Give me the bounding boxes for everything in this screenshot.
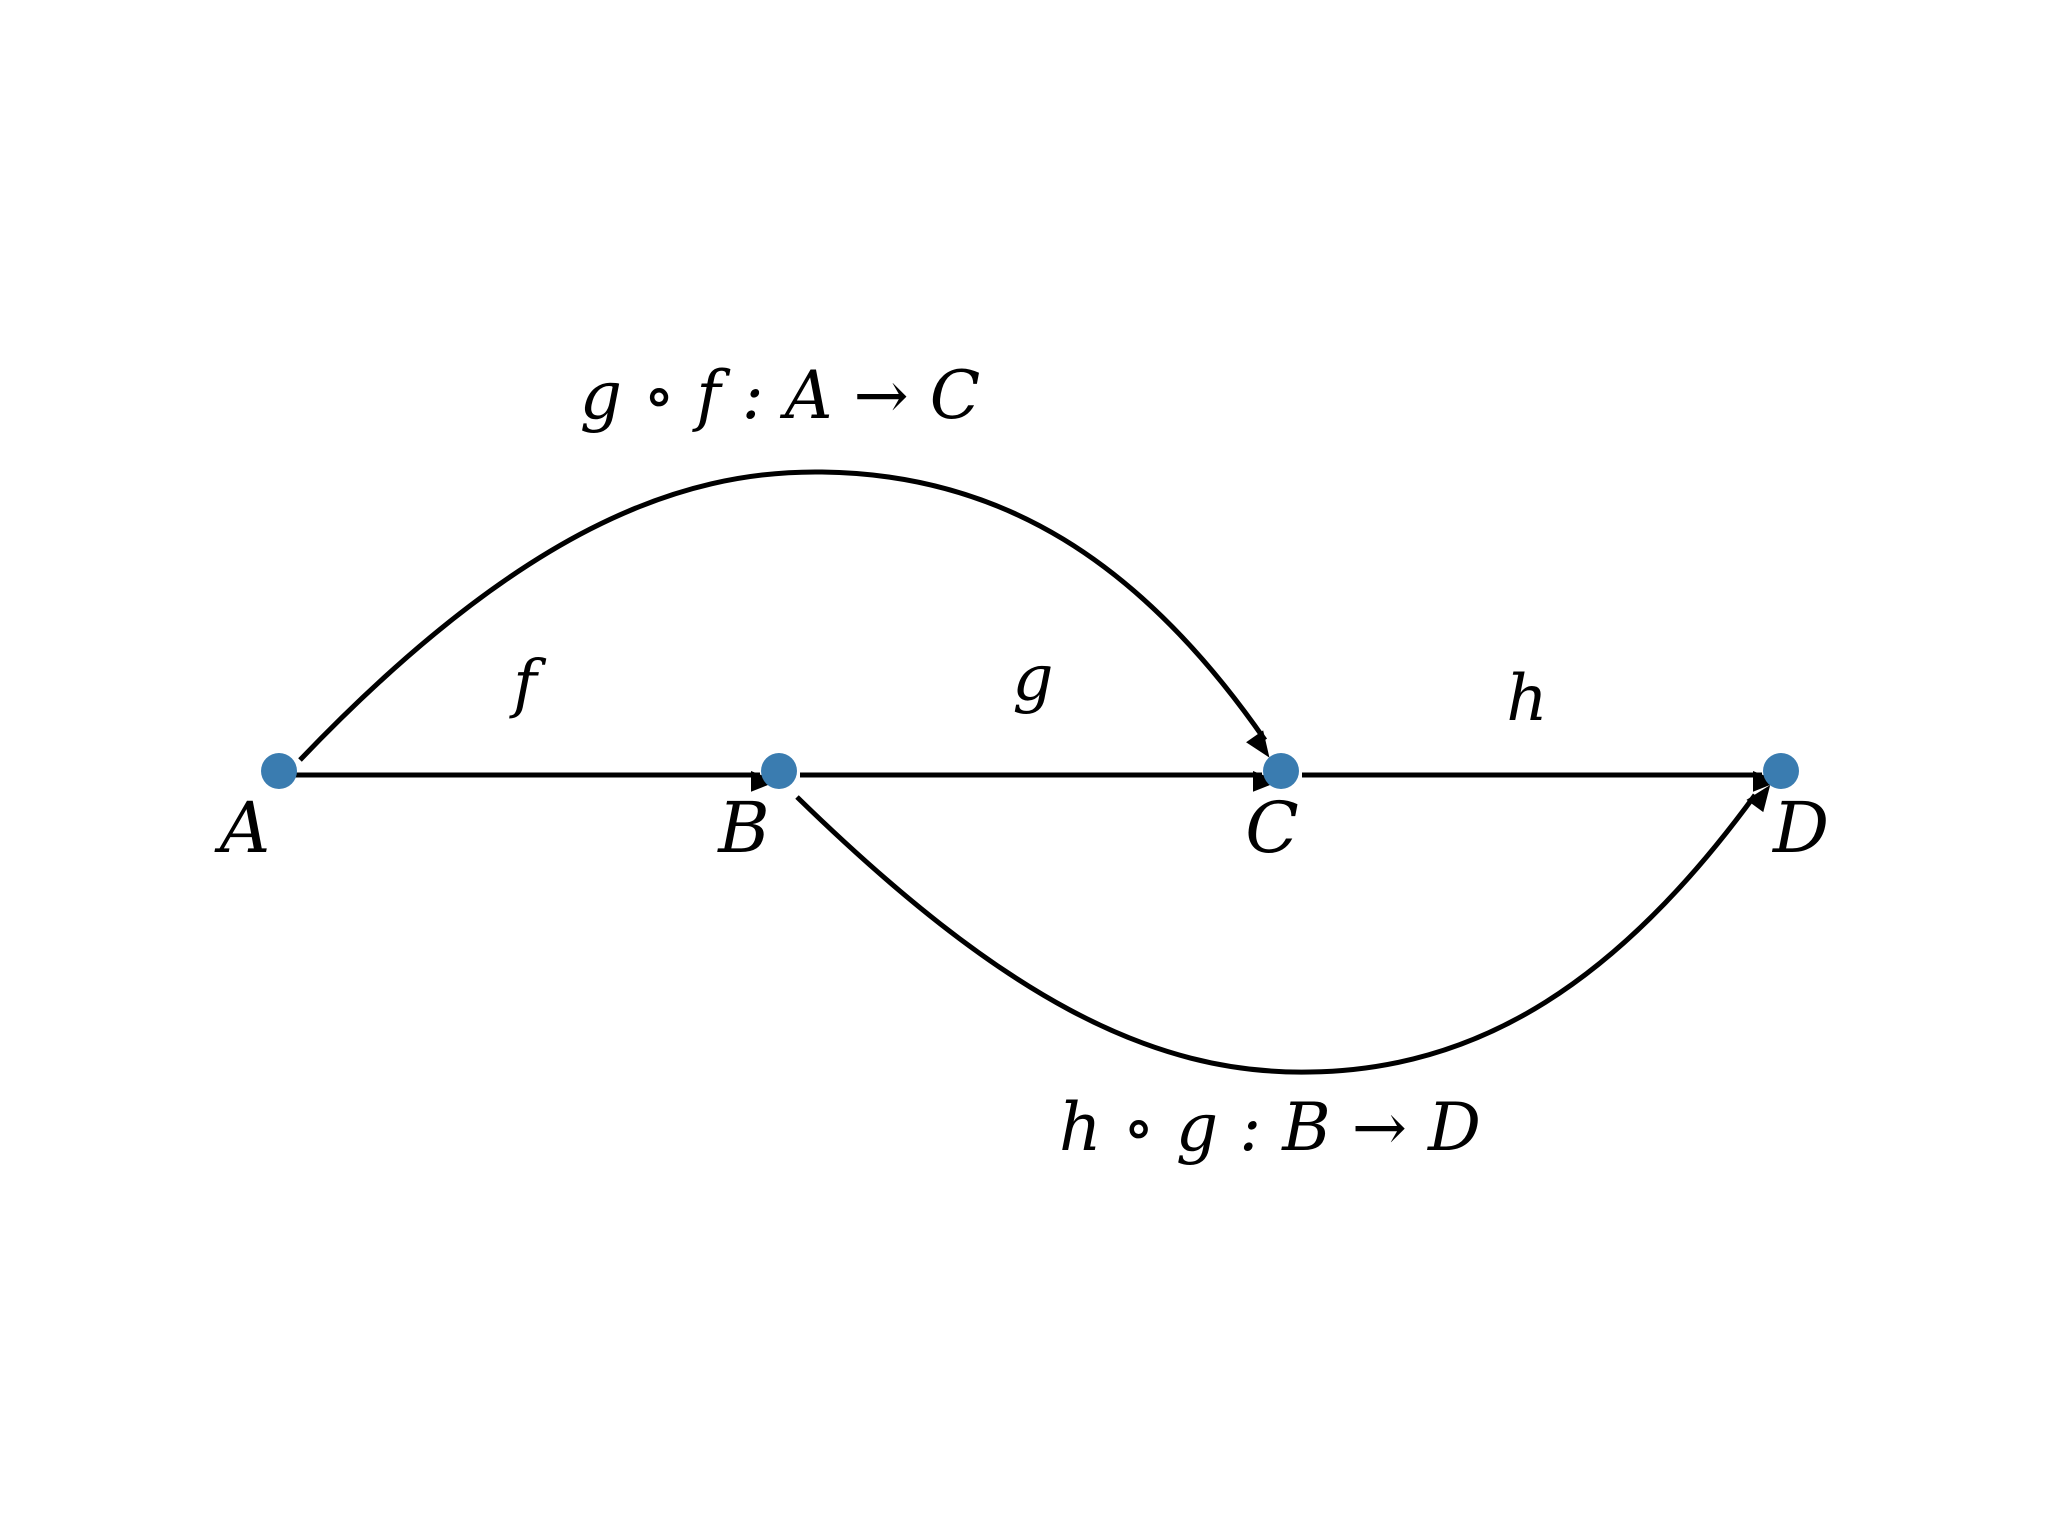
edge-label-g: g (1013, 642, 1054, 716)
edge-label-gf: g ∘ f : A → C (580, 357, 981, 434)
edge-label-f: f (509, 647, 547, 721)
edge-label-h: h (1506, 662, 1547, 736)
node-d (1763, 753, 1799, 789)
node-label-d: D (1771, 787, 1829, 869)
edge-gf (298, 469, 1270, 762)
node-label-c: C (1245, 787, 1299, 869)
edge-hg (795, 785, 1771, 1075)
node-b (761, 753, 797, 789)
node-label-b: B (716, 787, 769, 869)
edge-label-hg: h ∘ g : B → D (1059, 1089, 1481, 1166)
node-a (261, 753, 297, 789)
node-c (1263, 753, 1299, 789)
node-label-a: A (214, 787, 271, 869)
